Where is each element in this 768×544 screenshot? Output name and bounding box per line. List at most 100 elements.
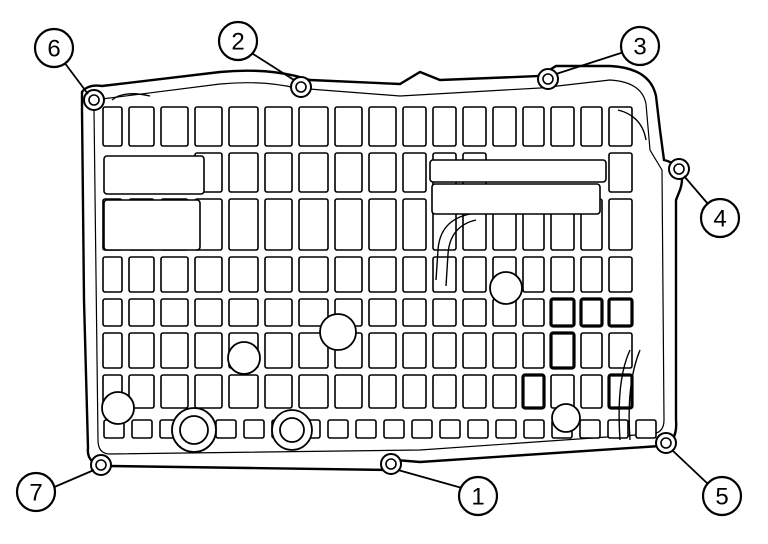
grid-cell [194, 106, 223, 147]
circular-boss [179, 415, 209, 445]
grid-cell [432, 374, 457, 409]
grid-cell [522, 298, 545, 327]
grid-cell [194, 332, 223, 369]
circular-boss [279, 417, 305, 443]
grid-cell [521, 373, 546, 410]
channel-rib [628, 349, 641, 441]
housing-inner-edge [93, 79, 665, 455]
callout-circle-6 [33, 27, 75, 69]
grid-cell [462, 106, 487, 147]
grid-cell [402, 152, 427, 193]
grid-cell [128, 298, 155, 327]
grid-cell [264, 198, 293, 251]
grid-cell [228, 198, 259, 251]
grid-cell [607, 297, 634, 328]
grid-cell [334, 256, 363, 293]
internal-cell-grid [102, 106, 657, 439]
grid-cell [243, 419, 265, 439]
grid-cell [492, 106, 517, 147]
grid-cell [550, 374, 575, 409]
wide-window [103, 199, 201, 251]
grid-cell [402, 332, 427, 369]
grid-cell [492, 374, 517, 409]
callout-label: 2 [231, 29, 244, 56]
grid-cell [128, 256, 155, 293]
wide-window [103, 155, 205, 195]
grid-cell [128, 106, 155, 147]
grid-cell [160, 106, 189, 147]
grid-cell [334, 152, 363, 193]
grid-cell [298, 152, 329, 193]
grid-cell [298, 198, 329, 251]
bolt-hole-3-bore [542, 73, 554, 85]
grid-cell [128, 332, 155, 369]
bolt-hole-4-bore [673, 163, 685, 175]
grid-cell [607, 419, 629, 439]
grid-cell [579, 297, 604, 328]
channel-rib [618, 349, 631, 441]
circular-boss [101, 391, 135, 425]
grid-cell [462, 374, 487, 409]
callout-label: 1 [471, 484, 484, 511]
grid-cell [580, 256, 603, 293]
grid-cell [432, 298, 457, 327]
grid-cell [160, 332, 189, 369]
grid-cell [522, 106, 545, 147]
callout-circle-4 [699, 197, 741, 239]
channel-rib [445, 219, 477, 287]
grid-cell [368, 198, 397, 251]
grid-cell [102, 332, 123, 369]
callout-circle-7 [15, 471, 57, 513]
grid-cell [228, 298, 259, 327]
circular-boss [551, 403, 581, 433]
callout-leader-7 [51, 469, 95, 489]
grid-cell [383, 419, 405, 439]
grid-cell [432, 332, 457, 369]
grid-cell [194, 298, 223, 327]
grid-cell [228, 256, 259, 293]
callout-circle-3 [619, 25, 661, 67]
grid-cell [298, 332, 329, 369]
grid-cell [608, 256, 633, 293]
grid-cell [298, 106, 329, 147]
grid-cell [608, 106, 633, 147]
grid-cell [160, 298, 189, 327]
callout-circle-5 [701, 475, 743, 517]
grid-cell [327, 419, 349, 439]
grid-cell [432, 256, 457, 293]
grid-cell [549, 331, 576, 370]
callout-leader-5 [671, 449, 709, 485]
grid-cell [411, 419, 433, 439]
grid-cell [368, 106, 397, 147]
grid-cell [580, 332, 603, 369]
callout-label: 7 [29, 480, 42, 507]
bolt-hole-6-bore [88, 94, 100, 106]
grid-cell [550, 106, 575, 147]
grid-cell [102, 256, 123, 293]
grid-cell [402, 298, 427, 327]
grid-cell [402, 256, 427, 293]
callout-leader-4 [683, 175, 709, 205]
grid-cell [402, 198, 427, 251]
grid-cell [264, 256, 293, 293]
grid-cell [334, 198, 363, 251]
wide-window [429, 159, 607, 183]
grid-cell [462, 256, 487, 293]
grid-cell [215, 419, 237, 439]
circular-boss [319, 313, 357, 351]
grid-cell [495, 419, 517, 439]
grid-cell [462, 298, 487, 327]
channel-rib [617, 109, 647, 141]
grid-cell [160, 374, 189, 409]
grid-cell [228, 106, 259, 147]
grid-cell [608, 332, 633, 369]
grid-cell [160, 256, 189, 293]
circular-boss [227, 341, 261, 375]
bolt-hole-7-bore [95, 459, 107, 471]
callout-leader-3 [555, 51, 625, 75]
bolt-hole-5-bore [660, 437, 672, 449]
bolt-hole-2-bore [295, 81, 307, 93]
callout-leader-2 [249, 51, 295, 81]
grid-cell [522, 256, 545, 293]
